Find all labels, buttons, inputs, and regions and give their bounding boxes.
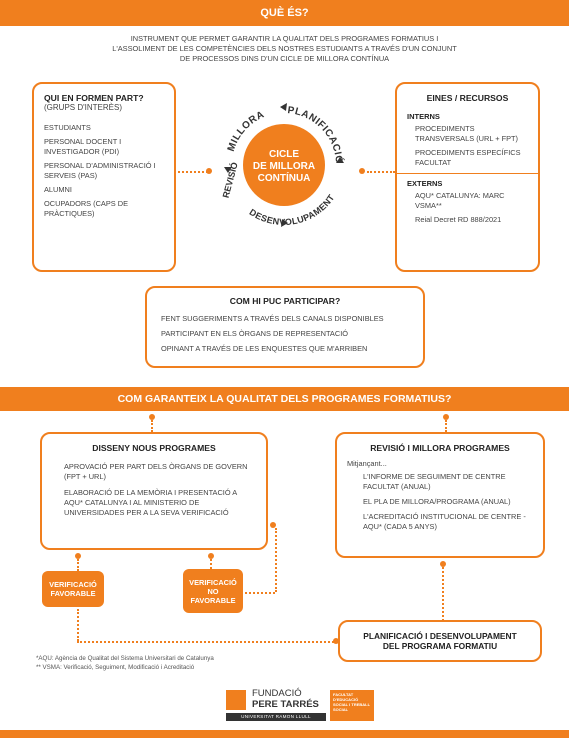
verif-ko-return-vline (275, 528, 277, 592)
logo-side-text: FACULTAT D'EDUCACIÓ SOCIAL I TREBALL SOC… (333, 692, 370, 712)
footnote-aqu: *AQU: Agència de Qualitat del Sistema Un… (36, 655, 214, 662)
tools-divider (397, 173, 538, 174)
who-item: PERSONAL DOCENT I INVESTIGADOR (PDI) (44, 137, 122, 156)
cycle-center-line-1: CICLE (269, 149, 299, 160)
review-down-line (442, 567, 444, 621)
participate-item: OPINANT A TRAVÉS DE LES ENQUESTES QUE M'… (161, 344, 368, 353)
design-box: DISSENY NOUS PROGRAMES APROVACIÓ PER PAR… (40, 432, 268, 550)
cycle-center-line-2: DE MILLORA (253, 161, 315, 172)
tools-intern-item: PROCEDIMENTS TRANSVERSALS (URL + FPT) (415, 124, 519, 143)
tools-connector-dot (359, 168, 365, 174)
verif-ok-tag: VERIFICACIÓ FAVORABLE (42, 571, 104, 607)
participate-item: PARTICIPANT EN ELS ÒRGANS DE REPRESENTAC… (161, 329, 348, 338)
tools-extern-item: Reial Decret RD 888/2021 (415, 215, 502, 224)
verif-ko-line-2: NO (207, 586, 219, 596)
participate-item: FENT SUGGERIMENTS A TRAVÉS DELS CANALS D… (161, 314, 384, 323)
cycle-center-line-3: CONTÍNUA (258, 171, 311, 184)
verif-ko-return-line (245, 592, 275, 594)
logo-side-block: FACULTAT D'EDUCACIÓ SOCIAL I TREBALL SOC… (330, 690, 374, 721)
design-title: DISSENY NOUS PROGRAMES (92, 443, 216, 453)
planning-box: PLANIFICACIÓ I DESENVOLUPAMENT DEL PROGR… (338, 620, 542, 662)
review-item: L'INFORME DE SEGUIMENT DE CENTRE FACULTA… (363, 472, 506, 491)
logo-line-2: PERE TARRÉS (252, 699, 319, 710)
verif-ko-connector (210, 559, 212, 569)
ring-arrow-icon (224, 167, 232, 173)
footnote-vsma: ** VSMA: Verificació, Seguiment, Modific… (36, 664, 195, 671)
ring-arrow-icon (336, 157, 344, 163)
verif-ok-line-2: FAVORABLE (50, 589, 96, 598)
tools-connector (367, 171, 395, 173)
intro-text: INSTRUMENT QUE PERMET GARANTIR LA QUALIT… (40, 34, 529, 64)
who-subtitle: (GRUPS D'INTERÈS) (44, 103, 122, 112)
review-down-dot (440, 561, 446, 567)
top-banner-title: QUÈ ÉS? (260, 7, 309, 19)
intro-line-2: L'ASSOLIMENT DE LES COMPETÈNCIES DELS NO… (112, 44, 457, 53)
review-connector-dot (443, 414, 449, 420)
who-item: ESTUDIANTS (44, 123, 91, 132)
who-item: PERSONAL D'ADMINISTRACIÓ I SERVEIS (PAS) (44, 161, 156, 180)
who-item: ALUMNI (44, 185, 72, 194)
review-item: EL PLA DE MILLORA/PROGRAMA (ANUAL) (363, 497, 511, 506)
verif-ok-dot (75, 553, 81, 559)
who-connector (178, 171, 208, 173)
planning-line-1: PLANIFICACIÓ I DESENVOLUPAMENT (363, 631, 517, 641)
who-box: QUI EN FORMEN PART? (GRUPS D'INTERÈS) ES… (32, 82, 176, 272)
logo-square-icon (226, 690, 246, 710)
who-item: OCUPADORS (CAPS DE PRÀCTIQUES) (44, 199, 129, 218)
participate-box: COM HI PUC PARTICIPAR? FENT SUGGERIMENTS… (145, 286, 425, 368)
verif-ko-line-1: VERIFICACIÓ (189, 577, 237, 587)
design-connector (151, 420, 153, 432)
cycle-diagram: MILLORA PLANIFICACIÓ DESENVOLUPAMENT REV… (217, 98, 351, 232)
review-box: REVISIÓ I MILLORA PROGRAMES Mitjançant..… (335, 432, 545, 558)
review-intro: Mitjançant... (347, 459, 387, 468)
tools-extern-item: AQU* CATALUNYA: MARC VSMA** (415, 191, 505, 210)
review-list: L'INFORME DE SEGUIMENT DE CENTRE FACULTA… (347, 472, 533, 532)
logo-university: UNIVERSITAT RAMON LLULL (226, 713, 326, 721)
verif-ko-line-3: FAVORABLE (190, 595, 236, 605)
verif-ok-path-right (77, 641, 337, 643)
verif-ok-connector (77, 559, 79, 571)
verif-ko-tag: VERIFICACIÓ NO FAVORABLE (183, 569, 243, 613)
verif-ok-line-1: VERIFICACIÓ (49, 580, 97, 589)
bottom-bar (0, 730, 569, 738)
verif-ok-path-down (77, 609, 79, 641)
review-connector (445, 420, 447, 432)
participate-title: COM HI PUC PARTICIPAR? (229, 296, 341, 306)
who-connector-dot (206, 168, 212, 174)
cycle-center (243, 124, 325, 206)
design-connector-dot (149, 414, 155, 420)
review-item: L'ACREDITACIÓ INSTITUCIONAL DE CENTRE - … (363, 512, 526, 531)
design-list: APROVACIÓ PER PART DELS ÒRGANS DE GOVERN… (54, 462, 254, 518)
design-item: APROVACIÓ PER PART DELS ÒRGANS DE GOVERN… (64, 462, 248, 481)
mid-banner: COM GARANTEIX LA QUALITAT DELS PROGRAMES… (0, 387, 569, 411)
tools-extern-list: AQU* CATALUNYA: MARC VSMA** Reial Decret… (407, 191, 528, 225)
logo-line-1: FUNDACIÓ (252, 688, 302, 699)
design-item: ELABORACIÓ DE LA MEMÒRIA I PRESENTACIÓ A… (64, 488, 237, 517)
tools-title: EINES / RECURSOS (426, 93, 509, 103)
tools-box: EINES / RECURSOS INTERNS PROCEDIMENTS TR… (395, 82, 540, 272)
top-banner: QUÈ ÉS? (0, 0, 569, 26)
ring-arrow-icon (280, 103, 287, 111)
intro-line-3: DE PROCESSOS DINS D'UN CICLE DE MILLORA … (179, 54, 390, 63)
tools-extern-title: EXTERNS (407, 179, 443, 188)
mid-banner-title: COM GARANTEIX LA QUALITAT DELS PROGRAMES… (117, 393, 452, 405)
who-list: ESTUDIANTS PERSONAL DOCENT I INVESTIGADO… (44, 123, 164, 219)
footnotes: *AQU: Agència de Qualitat del Sistema Un… (36, 654, 214, 672)
logo: FUNDACIÓ PERE TARRÉS UNIVERSITAT RAMON L… (226, 688, 376, 726)
review-title: REVISIÓ I MILLORA PROGRAMES (370, 443, 510, 453)
tools-intern-title: INTERNS (407, 112, 440, 121)
who-title: QUI EN FORMEN PART? (44, 93, 144, 103)
ring-arrow-icon (281, 219, 288, 227)
planning-line-2: DEL PROGRAMA FORMATIU (382, 641, 498, 651)
tools-intern-list: PROCEDIMENTS TRANSVERSALS (URL + FPT) PR… (407, 124, 528, 168)
intro-line-1: INSTRUMENT QUE PERMET GARANTIR LA QUALIT… (130, 34, 439, 43)
ring-label-revisio: REVISIÓ (220, 161, 240, 199)
tools-intern-item: PROCEDIMENTS ESPECÍFICS FACULTAT (415, 148, 521, 167)
planning-connector-dot (333, 638, 339, 644)
participate-list: FENT SUGGERIMENTS A TRAVÉS DELS CANALS D… (161, 313, 409, 354)
verif-ko-return-dot (270, 522, 276, 528)
verif-ko-dot (208, 553, 214, 559)
